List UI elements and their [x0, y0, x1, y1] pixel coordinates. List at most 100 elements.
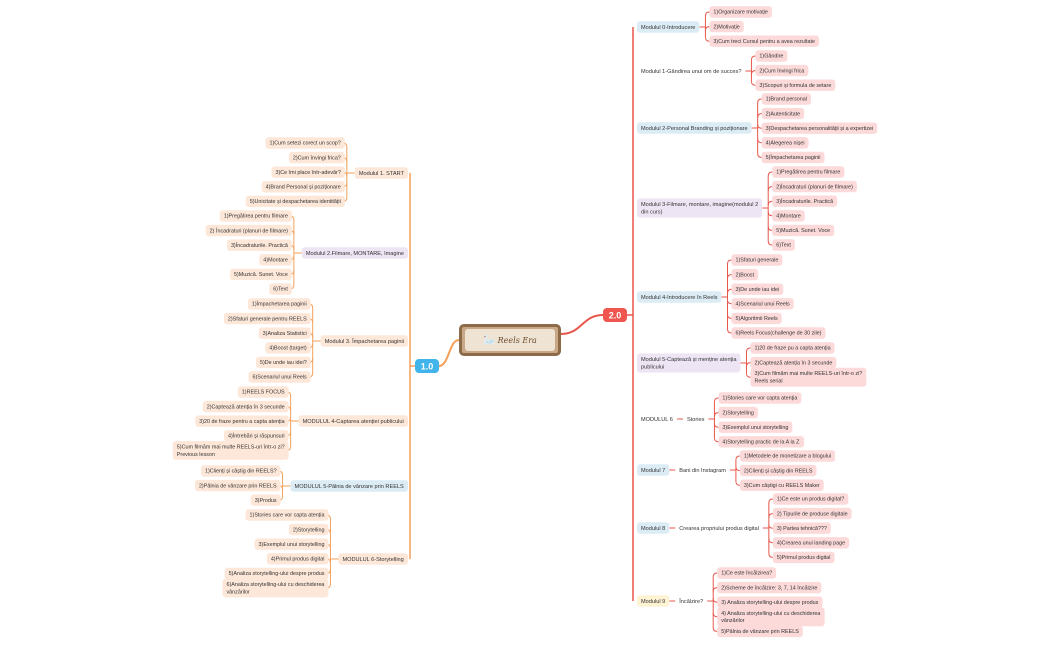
hub-2-0[interactable]: 2.0 [603, 308, 627, 322]
right-module-3-item-2[interactable]: 2)Autenticitate [761, 107, 805, 120]
left-module-1-item-2[interactable]: 2)Cum învingi frica? [288, 151, 345, 164]
left-module-6-item-4[interactable]: 4)Primul produs digital [266, 553, 329, 565]
left-module-2-item-6[interactable]: 6)Text [269, 283, 292, 295]
right-module-6-item-2[interactable]: 2)Captează atenția în 3 secunde [750, 356, 837, 369]
right-module-2-item-2[interactable]: 2)Cum învingi frica [755, 64, 809, 77]
root-node[interactable]: 🦢 Reels Era [459, 324, 561, 356]
right-module-10-item-1-text: 1)Ce este încălzirea? [721, 571, 772, 577]
left-module-4-item-3[interactable]: 3)20 de fraze pentru a capta atenția [195, 415, 289, 427]
right-module-8-item-3[interactable]: 3)Cum câștigi cu REELS Maker [739, 479, 824, 491]
left-module-3-item-5[interactable]: 5)De unde iau idei? [255, 356, 311, 369]
left-module-3[interactable]: Modulul 3. Împachetarea paginii [320, 335, 408, 347]
left-module-2[interactable]: Modulul 2.Filmare, MONTARE, Imagine [301, 247, 408, 259]
right-module-5-item-3[interactable]: 3)De unde iau idei [731, 283, 784, 295]
left-module-3-item-2[interactable]: 2)Sfaturi generale pentru REELS [223, 312, 311, 325]
left-module-6-item-6[interactable]: 6)Analiza storytelling-ului cu deschider… [222, 578, 329, 598]
left-module-2-item-2[interactable]: 2) Încadraturi (planuri de filmare) [205, 224, 292, 237]
right-module-9-item-4[interactable]: 4)Crearea unui landing page [772, 537, 850, 549]
right-module-7-sublabel[interactable]: Stories [687, 417, 705, 423]
right-module-2-item-3[interactable]: 3)Scopuri și formula de setare [755, 79, 836, 91]
left-module-3-item-6[interactable]: 6)Scenariul unui Reels [248, 371, 311, 383]
left-module-6-item-2[interactable]: 2)Storytelling [288, 523, 329, 536]
right-module-3-item-4[interactable]: 4)Alegerea nișei [761, 137, 809, 149]
left-module-3-item-4[interactable]: 4)Boost (target) [265, 342, 311, 354]
right-module-7-item-1[interactable]: 1)Stories care vor capta atenția [718, 392, 802, 404]
right-module-10-sublabel[interactable]: Încălzire? [678, 598, 703, 605]
right-module-8-item-1[interactable]: 1)Metodele de monetizare a blogului [739, 450, 836, 462]
right-module-4-item-4[interactable]: 4)Montare [772, 210, 805, 222]
left-module-3-item-1[interactable]: 1)Împachetarea paginii [247, 298, 311, 310]
right-module-10-bg [637, 595, 670, 607]
right-module-4-item-3[interactable]: 3)Încadraturile. Practică [772, 195, 838, 207]
right-module-6-item-1[interactable]: 1)20 de fraze pu a capta atenția [750, 342, 835, 354]
right-module-5-item-1[interactable]: 1)Sfaturi generale [731, 254, 783, 266]
right-module-10-item-4[interactable]: 4) Analiza storytelling-ului cu deschide… [717, 607, 825, 627]
left-module-6-item-5[interactable]: 5)Analiza storytelling-ului despre produ… [224, 567, 329, 580]
left-module-1-item-4[interactable]: 4)Brand Personal și poziționare [261, 181, 345, 193]
right-module-2-item-1[interactable]: 1)Gândire [755, 50, 788, 62]
right-module-3-item-3[interactable]: 3)Despachetarea personalității și a expe… [761, 122, 878, 134]
right-module-2[interactable]: Modulul 1-Gândirea unui om de succes? [641, 69, 741, 75]
left-module-5-item-2[interactable]: 2)Pâlnia de vânzare prin REELS [194, 479, 281, 492]
hub-1-0[interactable]: 1.0 [415, 359, 439, 373]
left-module-1-item-3[interactable]: 3)Ce îmi place într-adevăr? [271, 166, 345, 178]
left-module-3-item-3[interactable]: 3)Analiza Statistici [258, 327, 311, 339]
right-module-9-item-1[interactable]: 1)Ce este un produs digital? [772, 493, 849, 505]
right-module-7[interactable]: MODULUL 6 [641, 417, 673, 423]
right-module-5-item-4[interactable]: 4)Scenariul unui Reels [731, 298, 794, 310]
right-module-8-sublabel[interactable]: Bani din Instagram [679, 468, 726, 474]
right-module-10[interactable]: Modulul 9 [637, 595, 670, 607]
right-module-1-item-3[interactable]: 3)Cum treci Cursul pentru a avea rezulta… [709, 35, 819, 47]
right-module-7-item-4[interactable]: 4)Storytelling practic de la A la Z [718, 436, 805, 448]
connector-lines [278, 11, 773, 632]
left-module-2-item-3[interactable]: 3)Încadraturile. Practică [226, 239, 292, 251]
right-module-9-item-5[interactable]: 5)Primul produs digital [772, 551, 835, 564]
right-module-4-item-2[interactable]: 2)Încadraturi (planuri de filmare) [772, 180, 857, 193]
right-module-9[interactable]: Modulul 8 [637, 522, 670, 534]
right-module-9-item-2[interactable]: 2) Tipurile de produse digitale [772, 507, 852, 520]
right-module-1-item-1[interactable]: 1)Organizare motivație [709, 6, 772, 18]
right-module-9-item-3[interactable]: 3) Partea tehnică??? [772, 522, 831, 534]
left-module-4-item-4[interactable]: 4)Întrebări și răspunsuri [224, 430, 289, 442]
left-module-5-item-1[interactable]: 1)Clienți și câștig din REELS? [200, 465, 281, 477]
left-module-6-item-3[interactable]: 3)Exemplul unui storytelling [254, 538, 329, 550]
left-module-4-item-2[interactable]: 2)Captează atenția în 3 secunde [202, 400, 289, 413]
left-module-5-item-3[interactable]: 3)Produs [250, 494, 281, 506]
left-module-4-item-5[interactable]: 5)Cum filmăm mai multe REELS-uri într-o … [172, 441, 289, 460]
right-module-6[interactable]: Modulul 5-Captează și menține atențiapub… [637, 353, 741, 373]
left-module-2-item-1[interactable]: 1)Pregătirea pentru filmare [219, 210, 292, 222]
left-module-6-item-1[interactable]: 1)Stories care vor capta atenția [245, 509, 329, 521]
right-module-4[interactable]: Modulul 3-Filmare, montare, imagine(modu… [637, 198, 763, 218]
right-module-8-item-2[interactable]: 2)Clienți și câștig din REELS [739, 464, 817, 477]
right-module-3-item-5[interactable]: 5)Împachetarea paginii [761, 151, 825, 164]
right-module-4-item-5[interactable]: 5)Muzică. Sunet. Voce [772, 224, 835, 237]
left-module-6[interactable]: MODULUL 6-Storytelling [338, 553, 408, 565]
right-module-4-item-1[interactable]: 1)Pregătirea pentru filmare [772, 166, 845, 178]
right-module-10-item-5[interactable]: 5)Pâlnia de vânzare prin REELS [717, 625, 803, 638]
right-module-7-item-2[interactable]: 2)Storytelling [718, 406, 758, 419]
left-module-5[interactable]: MODULUL 5-Pâlnia de vânzare prin REELS [290, 480, 408, 492]
right-module-4-item-6[interactable]: 6)Text [772, 239, 795, 251]
left-module-1[interactable]: Modulul 1. START [354, 167, 408, 179]
right-module-5-item-5[interactable]: 5)Algoritmii Reels [731, 312, 782, 325]
right-module-6-item-3[interactable]: 3)Cum filmăm mai multe REELS-uri într-o … [750, 367, 867, 387]
left-module-4-item-1[interactable]: 1)REELS FOCUS [237, 386, 289, 398]
right-module-10-item-1[interactable]: 1)Ce este încălzirea? [717, 567, 777, 579]
right-module-1[interactable]: Modulul 0-Introducere [637, 21, 700, 33]
right-module-5-item-2[interactable]: 2)Boost [731, 268, 759, 281]
right-module-7-item-3[interactable]: 3)Exemplul unui storytelling [718, 421, 793, 433]
right-module-10-item-2[interactable]: 2)Scheme de încălzire: 3, 7, 14 încălzir… [717, 581, 822, 594]
right-module-10-item-3[interactable]: 3) Analiza storytelling-ului despre prod… [717, 596, 823, 608]
right-module-9-sublabel[interactable]: Crearea propriului produs digital [679, 526, 759, 532]
left-module-2-item-5[interactable]: 5)Muzică. Sunet. Voce [229, 268, 292, 281]
right-module-3[interactable]: Modulul 2-Personal Branding și poziționa… [637, 122, 752, 134]
right-module-1-item-2[interactable]: 2)Motivație [709, 20, 744, 33]
left-module-4[interactable]: MODULUL 4-Captarea atenției publicului [298, 415, 408, 427]
left-module-1-item-1[interactable]: 1)Cum setezi corect un scop? [265, 137, 345, 149]
left-module-2-item-4[interactable]: 4)Montare [259, 254, 292, 266]
right-module-5-item-6[interactable]: 6)Reels Focus(challenge de 30 zile) [731, 327, 826, 339]
left-module-1-item-5[interactable]: 5)Unicitate și despachetarea identității [245, 195, 345, 208]
right-module-5[interactable]: Modulul 4-Introducere în Reels [637, 291, 722, 303]
right-module-8[interactable]: Modulul 7 [637, 464, 670, 476]
right-module-3-item-1[interactable]: 1)Brand personal [761, 93, 812, 105]
